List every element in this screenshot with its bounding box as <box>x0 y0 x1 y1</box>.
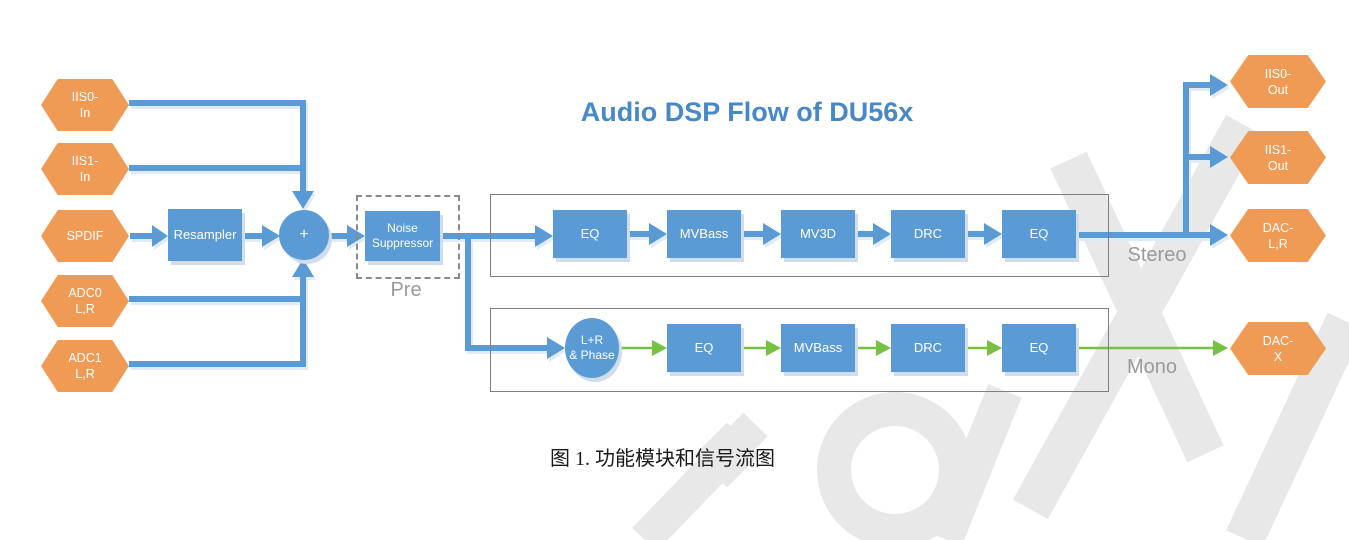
hexagon-label-line: Out <box>1267 82 1289 97</box>
hexagon-label-line: ADC0 <box>68 286 102 300</box>
blue-connectors <box>129 74 1228 367</box>
block-label: & Phase <box>569 348 615 362</box>
hexagon-label-line: IIS1- <box>71 154 99 168</box>
hexagon-label-line: DAC- <box>1262 333 1294 348</box>
block-label: MVBass <box>679 226 729 241</box>
sum-node: + <box>279 210 329 260</box>
hexagon-label-line: SPDIF <box>66 229 104 243</box>
hexagon-label-line: L,R <box>75 302 95 316</box>
hexagon-label-line: Out <box>1267 158 1289 173</box>
figure-caption: 图 1. 功能模块和信号流图 <box>550 448 775 470</box>
output-hexagon-iis0-out: IIS0- Out <box>1230 55 1326 108</box>
arrowhead <box>292 259 314 277</box>
block-label: L+R <box>580 333 604 347</box>
noise-suppressor-block: Noise Suppressor <box>365 211 440 261</box>
hexagon-label-line: IIS0- <box>71 90 99 104</box>
arrowhead <box>152 225 168 247</box>
block-label: DRC <box>913 226 943 241</box>
arrowhead <box>987 340 1002 356</box>
stereo-label: Stereo <box>1127 244 1187 266</box>
mono-block-mvbass: MVBass <box>781 324 855 372</box>
mono-mixer-node: L+R & Phase <box>565 318 619 378</box>
pre-label: Pre <box>390 279 422 301</box>
hexagon-label-line: L,R <box>75 367 95 381</box>
input-hexagon-iis0-in: IIS0- In <box>41 79 129 131</box>
output-hexagon-dac-lr: DAC- L,R <box>1230 209 1326 262</box>
pre-dashed-box <box>356 195 460 279</box>
hexagon-label-line: DAC- <box>1262 220 1294 235</box>
green-connectors <box>619 340 1228 356</box>
arrowhead <box>763 223 781 245</box>
hexagon-label-line: In <box>79 170 91 184</box>
input-hexagon-adc0: ADC0 L,R <box>41 275 129 327</box>
arrowhead <box>1210 74 1228 96</box>
arrowhead <box>535 225 553 247</box>
stereo-block-drc: DRC <box>891 210 965 258</box>
plus-sign: + <box>299 226 309 243</box>
stereo-block-eq2: EQ <box>1002 210 1076 258</box>
input-hexagon-adc1: ADC1 L,R <box>41 340 129 392</box>
diagram-title: Audio DSP Flow of DU56x <box>580 97 914 127</box>
stereo-block-mv3d: MV3D <box>781 210 855 258</box>
arrowhead <box>766 340 781 356</box>
connector-adc1-to-sum <box>129 277 306 367</box>
arrowhead <box>262 225 280 247</box>
arrowhead <box>547 337 565 359</box>
arrowhead <box>1210 146 1228 168</box>
mono-block-eq1: EQ <box>667 324 741 372</box>
mono-block-eq2: EQ <box>1002 324 1076 372</box>
input-hexagon-spdif: SPDIF <box>41 210 129 262</box>
connector-iis0-to-sum <box>129 100 306 191</box>
hexagon-label-line: In <box>79 106 91 120</box>
block-label: EQ <box>1029 340 1049 355</box>
block-label: DRC <box>913 340 943 355</box>
mono-block-drc: DRC <box>891 324 965 372</box>
mono-group-box <box>490 308 1109 392</box>
mono-label: Mono <box>1126 356 1178 378</box>
resampler-block: Resampler <box>168 209 242 261</box>
hexagon-label-line: IIS1- <box>1264 142 1292 157</box>
block-label: MVBass <box>793 340 843 355</box>
block-label: MV3D <box>799 226 837 241</box>
arrowhead <box>292 191 314 209</box>
block-label: EQ <box>694 340 714 355</box>
arrowhead <box>649 223 667 245</box>
block-label: Resampler <box>173 227 237 242</box>
hexagon-label-line: ADC1 <box>68 351 102 365</box>
block-label: EQ <box>580 226 600 241</box>
hexagon-label-line: IIS0- <box>1264 66 1292 81</box>
block-label: EQ <box>1029 226 1049 241</box>
stereo-group-box <box>490 194 1109 277</box>
hexagon-label-line: X <box>1273 349 1283 364</box>
arrowhead <box>876 340 891 356</box>
arrowhead <box>873 223 891 245</box>
arrowhead <box>1210 224 1228 246</box>
input-hexagon-iis1-in: IIS1- In <box>41 143 129 195</box>
arrowhead <box>984 223 1002 245</box>
hexagon-label-line: L,R <box>1268 236 1288 251</box>
block-label: Noise <box>387 221 418 235</box>
output-hexagon-iis1-out: IIS1- Out <box>1230 131 1326 184</box>
stereo-block-mvbass: MVBass <box>667 210 741 258</box>
stereo-block-eq1: EQ <box>553 210 627 258</box>
output-hexagon-dac-x: DAC- X <box>1230 322 1326 375</box>
arrowhead <box>1213 340 1228 356</box>
connector-noise-to-mono <box>465 236 547 351</box>
arrowhead <box>652 340 667 356</box>
block-label: Suppressor <box>371 236 434 250</box>
